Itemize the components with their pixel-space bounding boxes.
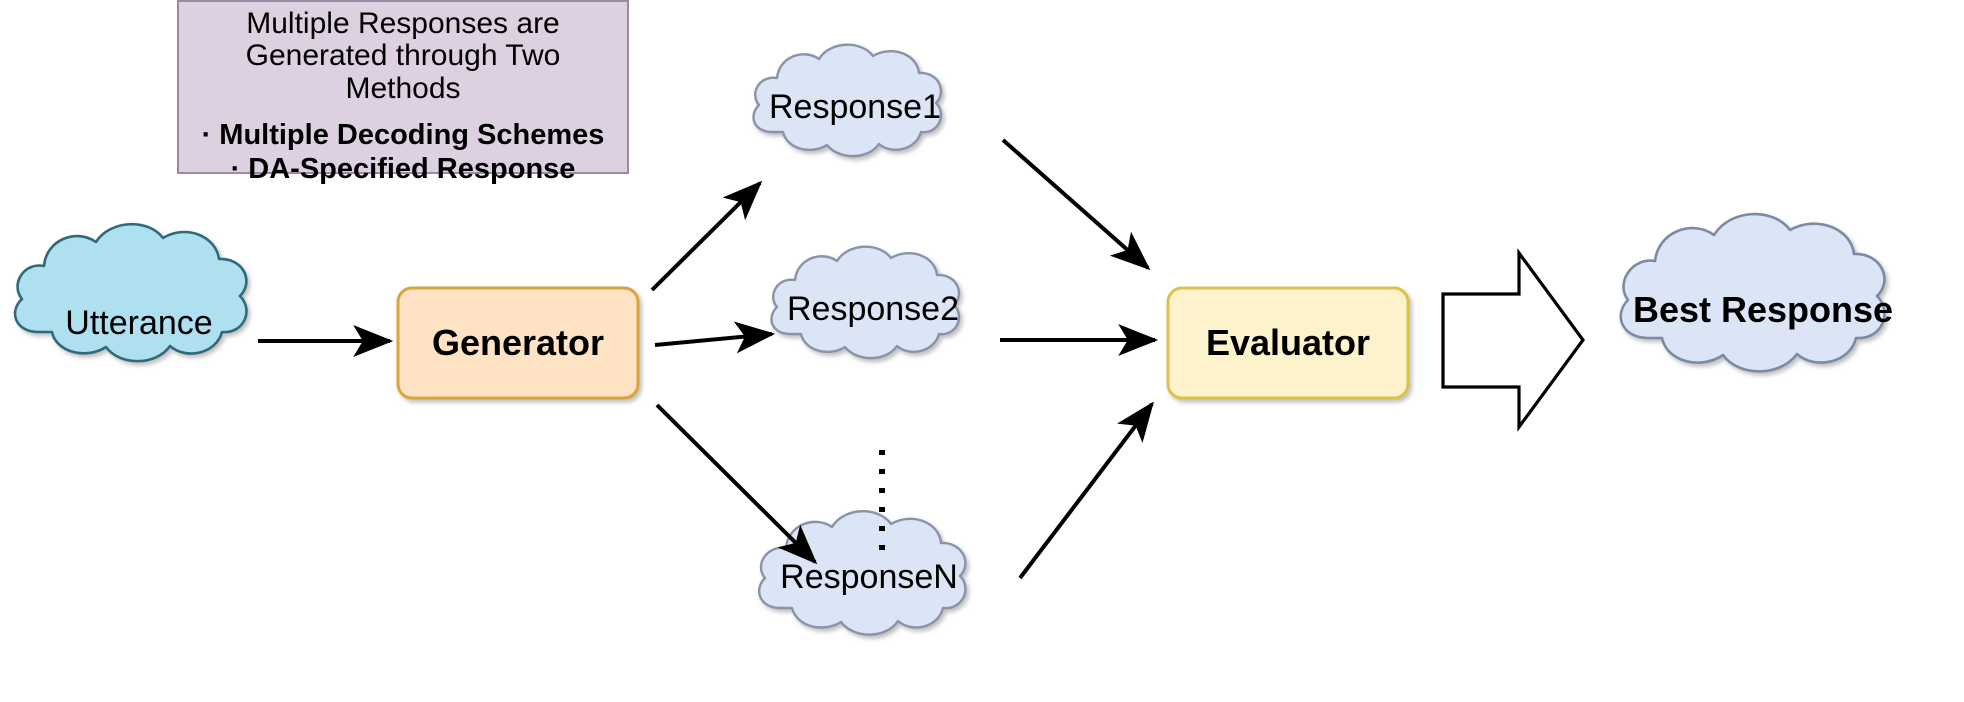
callout-panel: Multiple Responses are Generated through…	[177, 0, 629, 185]
block-arrow-to-best-response	[1441, 248, 1585, 432]
edge-generator-response1	[650, 180, 763, 292]
edge-responseN-evaluator	[1018, 401, 1154, 580]
edge-response1-evaluator	[1001, 138, 1151, 271]
node-generator[interactable]	[396, 286, 640, 400]
node-response1[interactable]	[752, 43, 943, 158]
node-utterance[interactable]	[13, 222, 248, 363]
node-evaluator[interactable]	[1166, 286, 1410, 400]
node-best-response[interactable]	[1619, 212, 1886, 373]
callout-headline: Multiple Responses are Generated through…	[245, 7, 561, 105]
node-response2[interactable]	[770, 245, 961, 360]
callout-bullet-2: DA-Specified Response	[189, 153, 617, 186]
callout-bullet-1: Multiple Decoding Schemes	[189, 119, 617, 152]
edge-generator-response2	[654, 321, 776, 354]
callout-bullet-list: Multiple Decoding Schemes DA-Specified R…	[189, 119, 617, 186]
edge-generator-responseN	[655, 403, 818, 565]
node-responseN[interactable]	[758, 510, 967, 636]
